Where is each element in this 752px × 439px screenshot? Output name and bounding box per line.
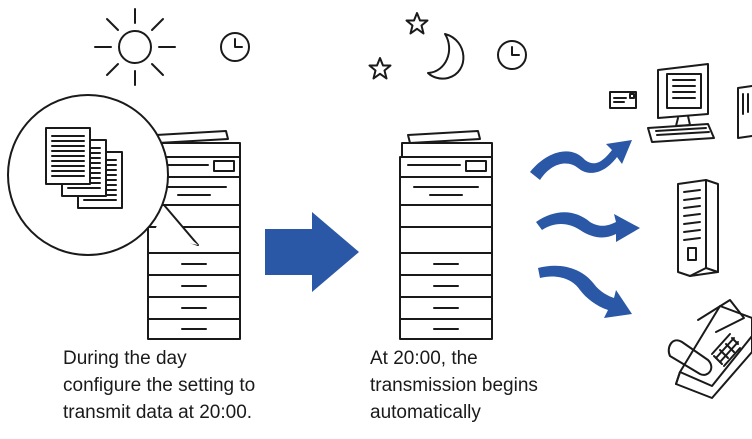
caption-day: During the day configure the setting to … [63,348,256,423]
star-icon [405,12,429,35]
clock-icon [220,32,250,62]
moon-icon [427,33,465,80]
arrow-to-computer [530,140,632,180]
transmission-arrows [530,140,640,318]
caption-night: At 20:00, the transmission begins automa… [370,348,538,423]
computer-icon [609,63,752,143]
sun-icon [94,8,176,86]
star-icon [368,57,392,80]
printer-night [399,130,493,340]
server-icon [677,179,719,277]
clock-icon [497,40,527,70]
fax-machine-icon [667,299,752,399]
document-speech-bubble [7,94,199,256]
arrow-to-fax [538,265,632,318]
arrow-to-server [536,212,640,242]
transition-arrow [265,212,359,292]
